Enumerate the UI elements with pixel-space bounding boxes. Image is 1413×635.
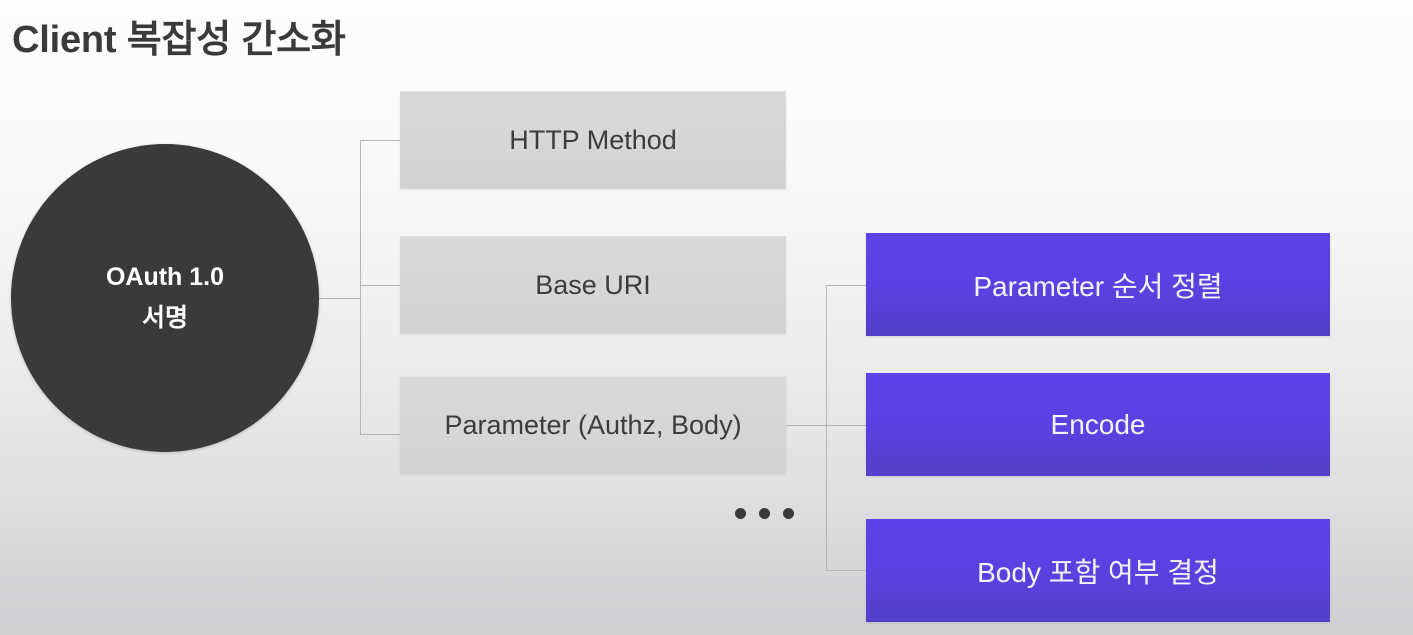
oauth-signature-circle[interactable]: OAuth 1.0 서명 [11, 144, 319, 452]
step-label: Parameter 순서 정렬 [973, 270, 1223, 302]
component-box-base-uri[interactable]: Base URI [400, 236, 786, 334]
circle-label-line1: OAuth 1.0 [105, 263, 225, 292]
ellipsis-icon [735, 508, 794, 519]
component-label: HTTP Method [509, 125, 677, 155]
connector-branch-body-decision [826, 570, 867, 571]
step-box-body-decision[interactable]: Body 포함 여부 결정 [866, 519, 1330, 622]
step-label: Body 포함 여부 결정 [977, 556, 1219, 588]
connector-branch-encode [826, 425, 867, 426]
connector-branch-parameter [360, 434, 401, 435]
connector-circle-stem [318, 298, 361, 299]
connector-branch-base-uri [360, 285, 401, 286]
connector-branch-parameter-sort [826, 285, 867, 286]
step-label: Encode [1050, 408, 1146, 440]
page-title: Client 복잡성 간소화 [12, 19, 346, 61]
connector-circle-trunk [360, 140, 361, 435]
component-box-parameter[interactable]: Parameter (Authz, Body) [400, 376, 786, 474]
ellipsis-dot [783, 508, 794, 519]
component-label: Parameter (Authz, Body) [444, 410, 742, 440]
component-label: Base URI [535, 270, 651, 300]
ellipsis-dot [735, 508, 746, 519]
ellipsis-dot [759, 508, 770, 519]
connector-parameter-trunk [826, 285, 827, 571]
connector-parameter-stem [786, 425, 827, 426]
connector-branch-http-method [360, 140, 401, 141]
component-box-http-method[interactable]: HTTP Method [400, 91, 786, 189]
step-box-encode[interactable]: Encode [866, 373, 1330, 476]
step-box-parameter-sort[interactable]: Parameter 순서 정렬 [866, 233, 1330, 336]
circle-label-line2: 서명 [141, 304, 188, 332]
